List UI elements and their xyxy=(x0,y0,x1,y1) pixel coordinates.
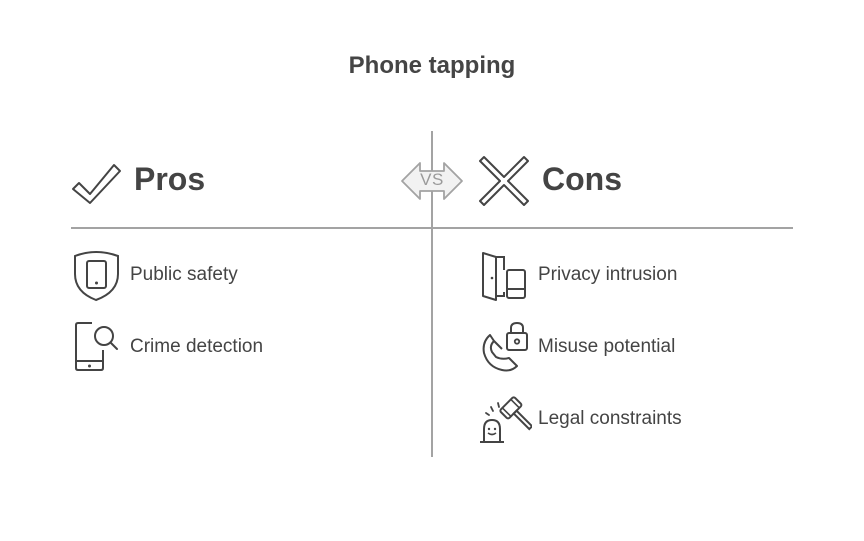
pros-item-label: Public safety xyxy=(130,264,238,285)
door-phone-icon xyxy=(482,252,526,301)
center-divider xyxy=(431,131,433,457)
cons-item-misuse-potential: Misuse potential xyxy=(478,320,675,374)
cons-item-label: Misuse potential xyxy=(538,336,676,357)
header-divider xyxy=(71,227,793,229)
checkmark-icon xyxy=(72,164,121,204)
pros-item-crime-detection: Crime detection xyxy=(70,320,263,374)
gavel-icon xyxy=(480,396,532,443)
pros-heading: Pros xyxy=(134,161,206,197)
page-title: Phone tapping xyxy=(348,52,516,79)
cons-item-legal-constraints: Legal constraints xyxy=(478,392,682,446)
phone-search-icon xyxy=(75,322,118,371)
cross-icon xyxy=(479,156,529,206)
pros-item-public-safety: Public safety xyxy=(70,248,238,302)
shield-phone-icon xyxy=(74,251,119,302)
vs-label: VS xyxy=(420,170,444,189)
vs-double-arrow-icon xyxy=(401,162,463,200)
cons-item-label: Legal constraints xyxy=(538,408,682,429)
phone-lock-icon xyxy=(482,321,528,372)
cons-heading: Cons xyxy=(542,161,622,197)
cons-item-privacy-intrusion: Privacy intrusion xyxy=(478,248,677,302)
cons-item-label: Privacy intrusion xyxy=(538,264,678,285)
pros-item-label: Crime detection xyxy=(130,336,264,357)
